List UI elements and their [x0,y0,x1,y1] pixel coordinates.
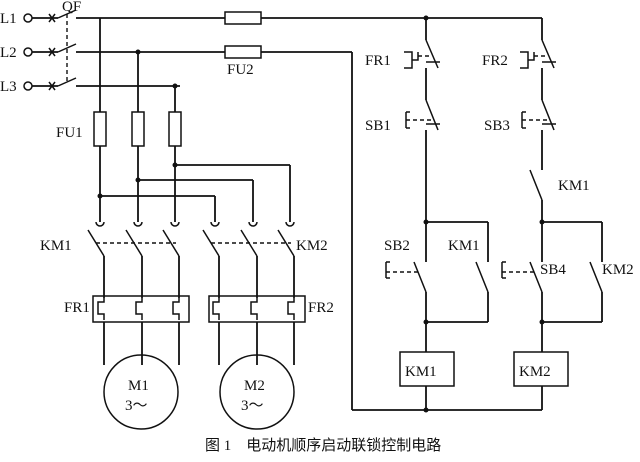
fr1-thermal [92,295,190,365]
sb4-label: SB4 [540,262,566,278]
fr2-main-label: FR2 [308,300,334,316]
m2-feed [97,162,291,222]
km1-main-label: KM1 [40,238,72,254]
km2-hold-label: KM2 [602,262,634,278]
l2-label: L2 [0,45,17,61]
ctrl-branch-2 [501,18,603,410]
l2-bus [100,45,353,410]
m1-label: M1 [128,378,149,394]
fu2-label: FU2 [227,62,254,78]
qf-label: QF [62,0,81,15]
km2-main-contacts [202,221,295,298]
km1-coil-label: KM1 [405,364,437,380]
km2-main-label: KM2 [296,238,328,254]
km1-interlock-label: KM1 [558,178,590,194]
m2-label: M2 [244,378,265,394]
m1-sub-label: 3～ [125,398,148,414]
fu1-label: FU1 [56,125,83,141]
qf-breaker [57,9,100,87]
motor-m2 [219,354,295,430]
fu1-fuses [93,18,182,222]
supply-lines [23,13,58,91]
l1-label: L1 [0,11,17,27]
fr1-main-label: FR1 [64,300,90,316]
motor-m1 [103,354,179,430]
km2-coil-label: KM2 [519,364,551,380]
sb2-label: SB2 [384,238,410,254]
ctrl-branch-1 [385,18,489,413]
l1-bus [100,11,542,25]
fr1-ctrl-label: FR1 [365,53,391,69]
sb3-label: SB3 [484,118,510,134]
fr2-ctrl-label: FR2 [482,53,508,69]
m2-sub-label: 3～ [241,398,264,414]
figure-caption: 图 1 电动机顺序启动联锁控制电路 [205,437,441,454]
sb1-label: SB1 [365,118,391,134]
l3-label: L3 [0,79,17,95]
km1-main-contacts [87,221,180,298]
fr2-thermal [208,295,306,365]
km1-hold-label: KM1 [448,238,480,254]
